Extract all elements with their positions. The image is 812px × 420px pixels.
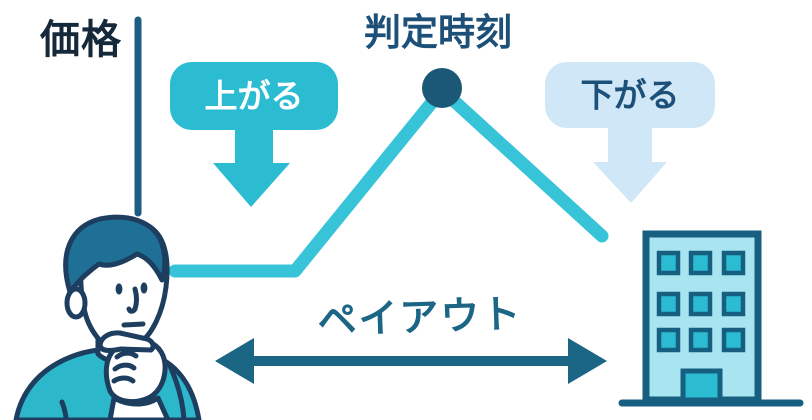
- building-window: [721, 327, 746, 353]
- down-callout: [545, 62, 715, 203]
- building-window: [656, 327, 681, 353]
- office-building-icon: [618, 230, 804, 407]
- person-nose: [126, 286, 139, 314]
- building-door: [680, 368, 723, 403]
- person-index-finger: [97, 330, 156, 353]
- person-hair: [63, 214, 168, 295]
- building-window: [721, 250, 746, 276]
- price-line: [168, 83, 609, 278]
- judgment-time-label: 判定時刻: [364, 11, 512, 54]
- person-mouth: [121, 321, 146, 328]
- person-knuckle-line: [111, 375, 136, 384]
- payout-arrow-left-head-icon: [215, 338, 254, 384]
- down-callout-label: 下がる: [580, 75, 680, 115]
- thinking-person-illustration: [13, 214, 202, 420]
- payout-double-arrow: [215, 338, 607, 384]
- payout-arrow-right-head-icon: [568, 338, 607, 384]
- price-axis-label: 価格: [40, 17, 122, 63]
- up-down-arrow-icon: [213, 126, 290, 207]
- person-eye-left: [115, 283, 123, 295]
- up-callout-box: [170, 62, 338, 130]
- building-window: [656, 250, 681, 276]
- payout-label: ペイアウト: [316, 291, 524, 345]
- person-ear: [64, 286, 88, 320]
- building-window: [688, 327, 713, 353]
- person-knuckle-line: [112, 362, 137, 372]
- person-arm-line: [167, 363, 187, 420]
- up-callout: [170, 62, 338, 207]
- up-callout-label: 上がる: [204, 76, 304, 116]
- person-knuckle-line: [114, 350, 139, 360]
- person-eye-right: [140, 282, 148, 294]
- down-down-arrow-icon: [593, 124, 667, 203]
- building-window: [721, 291, 746, 317]
- down-callout-box: [545, 62, 715, 128]
- building-window: [656, 291, 681, 317]
- building-window: [688, 250, 713, 276]
- person-sleeve-line: [59, 399, 69, 420]
- building-window: [688, 291, 713, 317]
- judgment-time-dot: [422, 68, 462, 108]
